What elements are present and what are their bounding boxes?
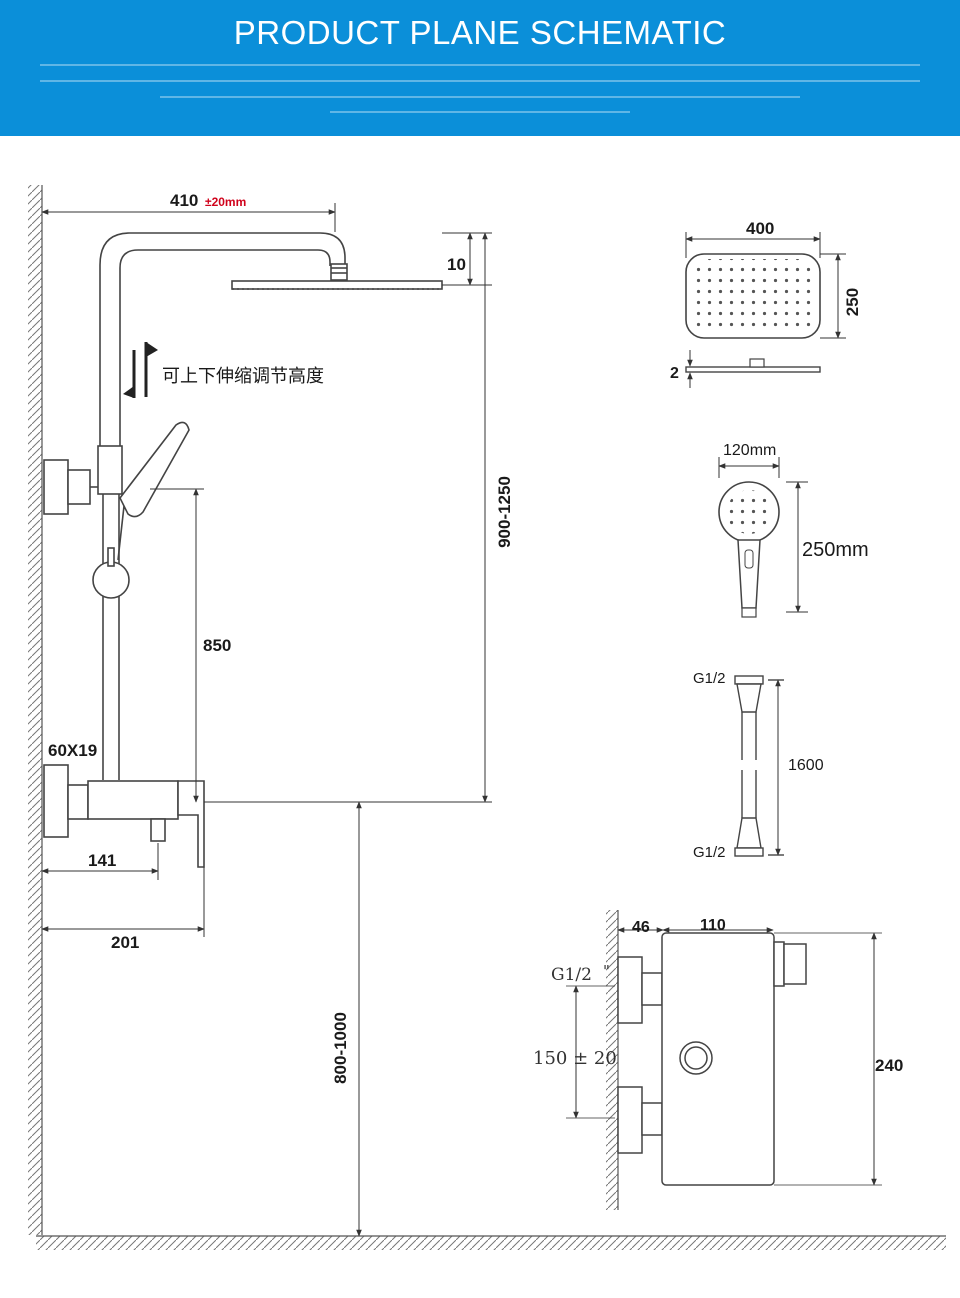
decorative-text-line	[40, 64, 920, 66]
width-label: 410	[170, 191, 198, 210]
adjust-note-text: 可上下伸缩调节高度	[162, 366, 324, 387]
dim-hand-height-850: 850	[150, 488, 231, 803]
wall	[28, 185, 43, 1235]
adjust-height-note: 可上下伸缩调节高度	[123, 342, 324, 398]
dim-offset-201: 201	[41, 867, 205, 952]
hose-detail: G1/2 1600 G1/2	[693, 670, 824, 861]
mixer-centers-label: 150 ± 20	[533, 1048, 617, 1069]
head-depth-label: 250	[843, 288, 862, 316]
mixer-detail: 46 110 G1/2 " 150 ± 20 240	[533, 910, 903, 1210]
dim-width-410: 410 ±20mm	[41, 191, 336, 232]
hand-width-label: 120mm	[723, 442, 776, 459]
mixer-height-label: 240	[875, 1056, 903, 1075]
hose-length-label: 1600	[788, 757, 824, 774]
mixer-thread-label: G1/2	[551, 965, 592, 985]
inner-offset-label: 141	[88, 851, 116, 870]
decorative-text-line	[40, 80, 920, 82]
height-label: 900-1250	[495, 476, 514, 548]
hand-shower-detail: 120mm 250mm	[718, 442, 869, 618]
dim-height-900-1250: 900-1250	[204, 232, 514, 803]
bracket-label: 60X19	[48, 741, 97, 760]
page-title: PRODUCT PLANE SCHEMATIC	[233, 14, 727, 51]
hose-top-thread: G1/2	[693, 670, 726, 687]
hose-bottom-thread: G1/2	[693, 844, 726, 861]
mixer-body-width-label: 110	[700, 917, 726, 934]
dim-offset-141: 141	[41, 843, 159, 880]
mixer-wall-offset-label: 46	[632, 919, 650, 936]
hand-length-label: 250mm	[802, 539, 869, 561]
floor	[36, 1235, 946, 1250]
decorative-text-line	[330, 111, 630, 113]
tolerance-label: ±20mm	[205, 195, 246, 209]
shower-column	[43, 232, 443, 868]
dim-install-height-800-1000: 800-1000	[331, 801, 362, 1237]
install-height-label: 800-1000	[331, 1012, 350, 1084]
mixer-thread-mark: "	[603, 962, 610, 980]
head-thickness-label: 2	[670, 365, 679, 382]
decorative-text-line	[160, 96, 800, 98]
hand-height-label: 850	[203, 636, 231, 655]
schematic-drawing: 410 ±20mm 10 900-1250 可上下伸缩调节高度 850 60X1…	[28, 185, 946, 1250]
head-width-label: 400	[746, 219, 774, 238]
header-banner: PRODUCT PLANE SCHEMATIC	[0, 0, 960, 136]
drop-label: 10	[447, 255, 466, 274]
outer-offset-label: 201	[111, 933, 139, 952]
shower-head-detail: 400 250 2	[670, 219, 862, 388]
